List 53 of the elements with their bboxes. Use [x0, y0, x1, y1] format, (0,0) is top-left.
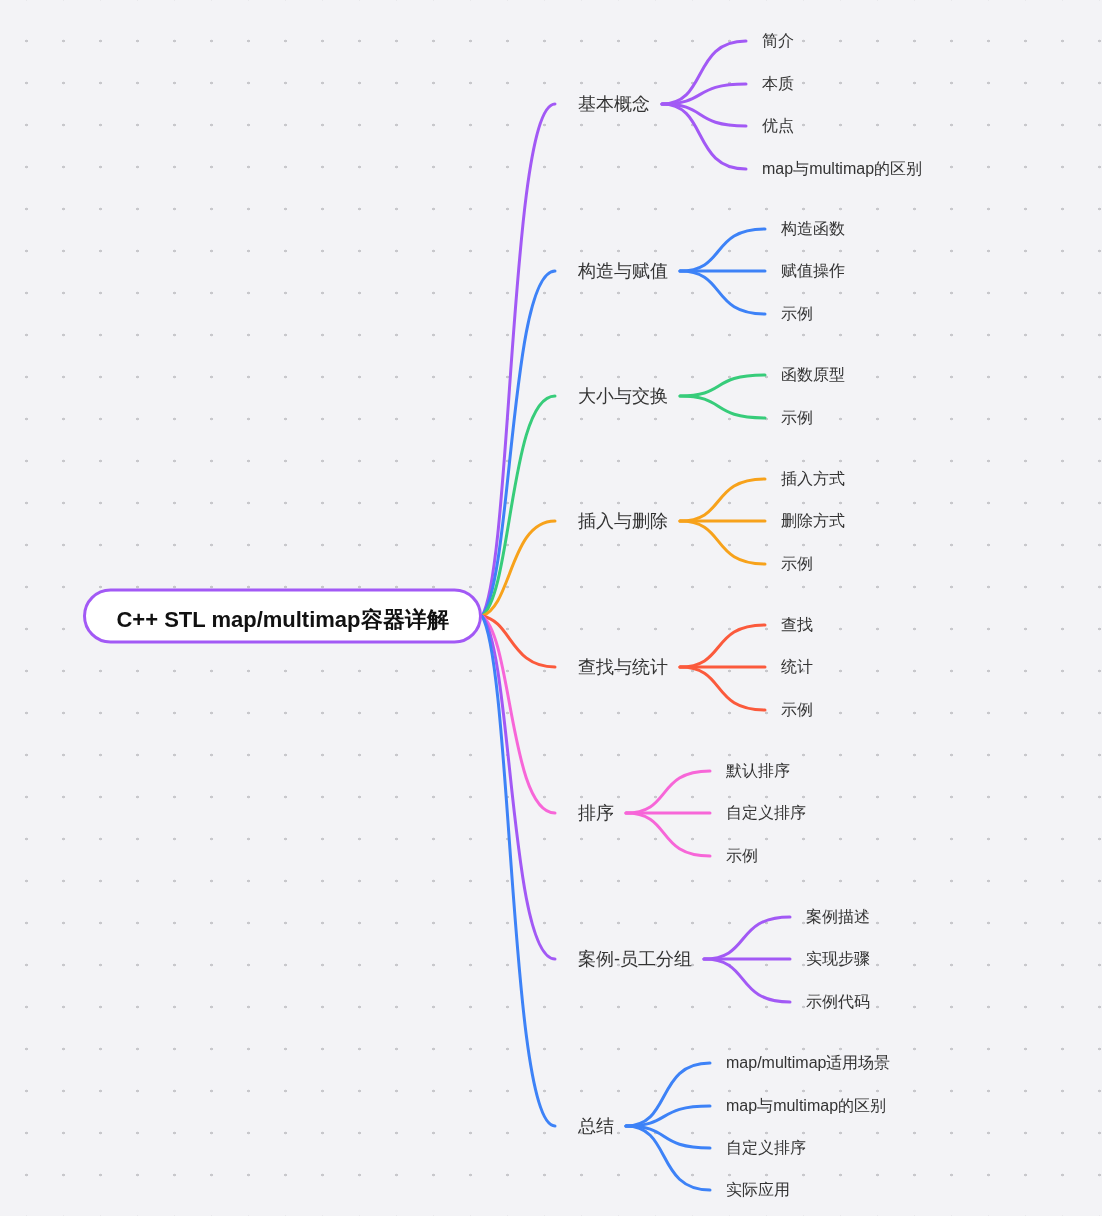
- topic-label: 总结: [555, 1114, 626, 1138]
- subtopic-label: 插入方式: [765, 467, 849, 491]
- subtopic-label: 示例: [765, 698, 817, 722]
- subtopic-label: 示例: [765, 552, 817, 576]
- subtopic-label: 构造函数: [765, 217, 849, 241]
- topic-label: 插入与删除: [555, 509, 680, 533]
- subtopic-label: 默认排序: [710, 759, 794, 783]
- subtopic-label: 实现步骤: [790, 947, 874, 971]
- topic-label: 案例-员工分组: [555, 947, 704, 971]
- connector-line: [678, 227, 767, 273]
- connector-line: [624, 769, 712, 815]
- subtopic-label: 示例: [765, 406, 817, 430]
- topic-label: 排序: [555, 801, 626, 825]
- subtopic-label: 简介: [746, 29, 798, 53]
- connector-line: [702, 957, 792, 1004]
- connector-line: [678, 665, 767, 712]
- subtopic-label: 示例: [710, 844, 762, 868]
- connector-line: [624, 811, 712, 858]
- subtopic-label: 删除方式: [765, 509, 849, 533]
- connector-line: [480, 519, 557, 618]
- subtopic-label: map与multimap的区别: [746, 157, 927, 181]
- subtopic-label: 查找: [765, 613, 817, 637]
- subtopic-label: map与multimap的区别: [710, 1094, 891, 1118]
- topic-label: 基本概念: [555, 92, 662, 116]
- subtopic-label: 赋值操作: [765, 259, 849, 283]
- subtopic-label: 统计: [765, 655, 817, 679]
- connector-line: [660, 82, 748, 106]
- connector-line: [702, 915, 792, 961]
- subtopic-label: 优点: [746, 114, 798, 138]
- topic-label: 查找与统计: [555, 655, 680, 679]
- connector-line: [678, 373, 767, 398]
- subtopic-label: 示例: [765, 302, 817, 326]
- subtopic-label: 案例描述: [790, 905, 874, 929]
- connector-line: [624, 1104, 712, 1128]
- subtopic-label: 自定义排序: [710, 1136, 810, 1160]
- connector-line: [678, 623, 767, 669]
- subtopic-label: 函数原型: [765, 363, 849, 387]
- topic-label: 大小与交换: [555, 384, 680, 408]
- connector-line: [678, 394, 767, 420]
- connector-line: [660, 102, 748, 171]
- subtopic-label: 自定义排序: [710, 801, 810, 825]
- connector-line: [480, 614, 557, 815]
- central-topic-box: C++ STL map/multimap容器详解: [83, 588, 482, 644]
- connector-line: [678, 269, 767, 316]
- connector-line: [624, 1124, 712, 1192]
- subtopic-label: 本质: [746, 72, 798, 96]
- subtopic-label: 示例代码: [790, 990, 874, 1014]
- connector-line: [678, 477, 767, 523]
- subtopic-label: 实际应用: [710, 1178, 794, 1202]
- subtopic-label: map/multimap适用场景: [710, 1051, 895, 1075]
- connector-line: [678, 519, 767, 566]
- topic-label: 构造与赋值: [555, 259, 680, 283]
- connector-line: [480, 614, 557, 1128]
